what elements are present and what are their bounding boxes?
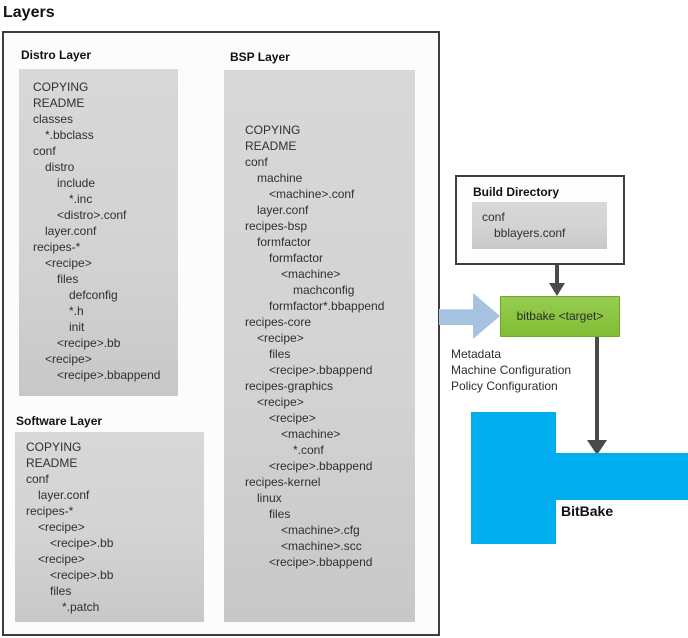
tree-item: COPYING [26,440,82,454]
tree-item: distro [45,160,75,174]
tree-item: bblayers.conf [494,226,566,240]
tree-item: <machine> [281,267,341,281]
annotation-line: Metadata [451,347,502,361]
bitbake-target-label: bitbake <target> [516,309,604,323]
bitbake-shape-vertical [471,412,556,544]
tree-item: README [26,456,78,470]
tree-item: README [245,139,297,153]
tree-item: defconfig [69,288,118,302]
arrow-build-to-target-shaft [555,265,559,284]
arrow-right-icon [473,293,500,339]
bitbake-target-box: bitbake <target> [500,296,620,337]
tree-item: *.h [69,304,84,318]
tree-item: <recipe>.bb [57,336,121,350]
layers-to-target-arrow-shaft [439,309,473,325]
tree-item: formfactor*.bbappend [269,299,385,313]
tree-item: classes [33,112,74,126]
tree-item: <machine>.scc [281,539,362,553]
tree-item: <recipe> [45,352,92,366]
layers-panel: Distro Layer COPYING README classes *.bbcla… [2,31,440,636]
arrow-down-icon [587,440,607,455]
tree-item: files [269,347,291,361]
tree-item: *.conf [293,443,324,457]
arrow-down-icon [549,283,565,296]
tree-item: init [69,320,85,334]
tree-item: <recipe>.bbappend [269,459,373,473]
bitbake-label: BitBake [561,503,614,519]
tree-item: <recipe> [45,256,92,270]
tree-item: COPYING [33,80,89,94]
tree-item: COPYING [245,123,301,137]
tree-item: formfactor [257,235,312,249]
tree-item: recipes-bsp [245,219,308,233]
tree-item: machconfig [293,283,355,297]
tree-item: *.patch [62,600,100,614]
tree-item: conf [33,144,56,158]
tree-item: <recipe>.bbappend [57,368,161,382]
tree-item: formfactor [269,251,324,265]
tree-item: recipes-graphics [245,379,334,393]
bsp-layer-box: COPYING README conf machine <machine>.conf la… [224,70,415,622]
tree-item: files [57,272,79,286]
tree-item: <recipe>.bb [50,536,114,550]
tree-item: <recipe>.bbappend [269,363,373,377]
build-directory-box: Build Directory conf bblayers.conf [455,175,625,265]
tree-item: *.inc [69,192,93,206]
tree-item: machine [257,171,303,185]
annotation-line: Machine Configuration [451,363,572,377]
tree-item: layer.conf [45,224,97,238]
tree-item: layer.conf [38,488,90,502]
distro-layer-box: COPYING README classes *.bbclass conf distro i… [19,69,178,396]
tree-item: linux [257,491,282,505]
software-layer-box: COPYING README conf layer.conf recipes-* <rec… [15,432,204,622]
tree-item: recipes-core [245,315,312,329]
tree-item: <recipe> [38,520,85,534]
tree-item: recipes-kernel [245,475,321,489]
software-layer-title: Software Layer [16,414,103,428]
tree-item: README [33,96,85,110]
tree-item: conf [482,210,505,224]
tree-item: <recipe>.bb [50,568,114,582]
tree-item: recipes-* [33,240,81,254]
distro-layer-title: Distro Layer [21,48,92,62]
page-title: Layers [3,4,55,21]
metadata-annotation: Metadata Machine Configuration Policy Co… [451,346,571,394]
tree-item: files [269,507,291,521]
tree-item: files [50,584,72,598]
tree-item: <machine> [281,427,341,441]
tree-item: <recipe> [269,411,316,425]
tree-item: layer.conf [257,203,309,217]
arrow-target-to-bitbake-shaft [595,337,599,440]
bsp-layer-title: BSP Layer [230,50,290,64]
tree-item: conf [26,472,49,486]
tree-item: <recipe>.bbappend [269,555,373,569]
bitbake-shape-horizontal [556,453,688,500]
annotation-line: Policy Configuration [451,379,558,393]
tree-item: <recipe> [257,395,304,409]
tree-item: *.bbclass [45,128,94,142]
build-directory-title: Build Directory [473,185,560,199]
tree-item: <recipe> [257,331,304,345]
tree-item: <distro>.conf [57,208,127,222]
tree-item: <recipe> [38,552,85,566]
tree-item: <machine>.conf [269,187,355,201]
tree-item: include [57,176,96,190]
build-directory-files-box: conf bblayers.conf [472,202,607,249]
tree-item: conf [245,155,268,169]
tree-item: recipes-* [26,504,74,518]
tree-item: <machine>.cfg [281,523,360,537]
